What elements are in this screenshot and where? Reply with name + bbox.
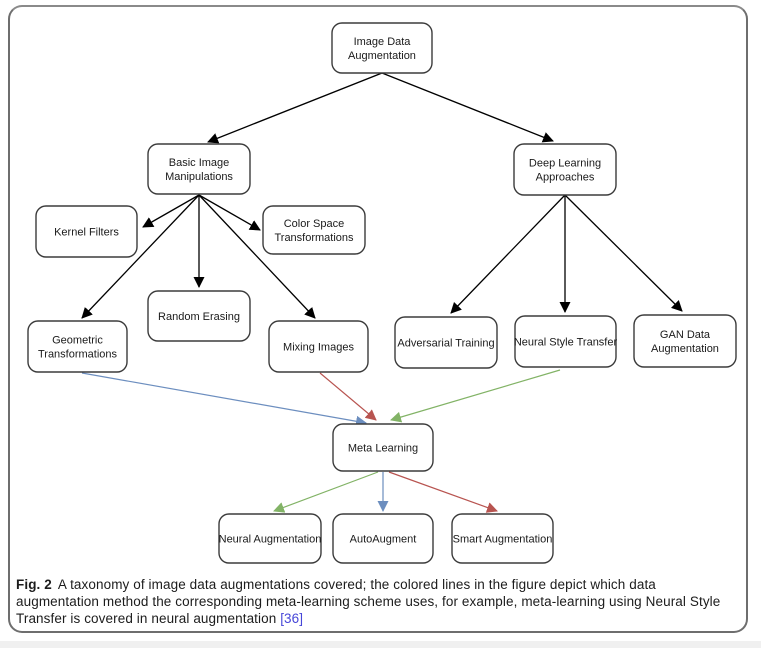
node-label: Neural Augmentation (219, 534, 322, 546)
node-random-erasing: Random Erasing (147, 290, 251, 342)
node-label: Random Erasing (158, 311, 240, 323)
figure-caption-label: Fig. 2 (16, 577, 52, 592)
node-box (268, 320, 369, 373)
node-box (633, 314, 737, 368)
node-kernel-filters: Kernel Filters (35, 205, 138, 258)
edge-basic-image-manipulations-to-geometric-transformations (81, 194, 200, 319)
node-label: Kernel Filters (54, 227, 119, 239)
node-label: AutoAugment (350, 534, 417, 546)
node-label: Smart Augmentation (453, 534, 553, 546)
edge-basic-image-manipulations-to-color-space-transformations (198, 194, 261, 231)
node-label: Adversarial Training (397, 338, 494, 350)
edge-layer (81, 72, 683, 513)
edge-meta-learning-to-smart-augmentation (388, 471, 498, 513)
node-autoaugment: AutoAugment (332, 513, 434, 564)
edge-mixing-images-to-meta-learning (319, 372, 377, 421)
node-box (262, 205, 366, 255)
node-neural-style-transfer: Neural Style Transfer (514, 315, 618, 368)
node-box (332, 513, 434, 564)
node-box (394, 316, 498, 369)
edge-neural-style-transfer-to-meta-learning (390, 369, 561, 423)
citation-link[interactable]: [36] (280, 611, 304, 626)
node-box (35, 205, 138, 258)
node-box (332, 423, 434, 472)
figure-caption-text: A taxonomy of image data augmentations c… (16, 577, 721, 626)
node-label: Neural Style Transfer (514, 337, 618, 349)
node-neural-augmentation: Neural Augmentation (218, 513, 322, 564)
node-box (147, 143, 251, 195)
edge-geometric-transformations-to-meta-learning (81, 372, 367, 427)
node-mixing-images: Mixing Images (268, 320, 369, 373)
node-box (514, 315, 617, 368)
node-box (331, 22, 433, 74)
edge-meta-learning-to-neural-augmentation (273, 471, 379, 513)
node-box (27, 320, 128, 373)
edge-image-data-augmentation-to-deep-learning-approaches (381, 72, 554, 143)
node-smart-augmentation: Smart Augmentation (451, 513, 554, 564)
node-meta-learning: Meta Learning (332, 423, 434, 472)
node-box (147, 290, 251, 342)
node-label: Mixing Images (283, 342, 354, 354)
node-box (451, 513, 554, 564)
node-box (218, 513, 322, 564)
edge-deep-learning-approaches-to-adversarial-training (450, 194, 566, 314)
page-bottom-strip (0, 641, 761, 648)
node-adversarial-training: Adversarial Training (394, 316, 498, 369)
edge-deep-learning-approaches-to-gan-data-augmentation (564, 194, 683, 312)
node-label: Meta Learning (348, 443, 418, 455)
node-box (513, 143, 617, 196)
edge-basic-image-manipulations-to-kernel-filters (142, 194, 200, 228)
edge-basic-image-manipulations-to-mixing-images (198, 194, 316, 319)
edge-image-data-augmentation-to-basic-image-manipulations (207, 72, 383, 144)
